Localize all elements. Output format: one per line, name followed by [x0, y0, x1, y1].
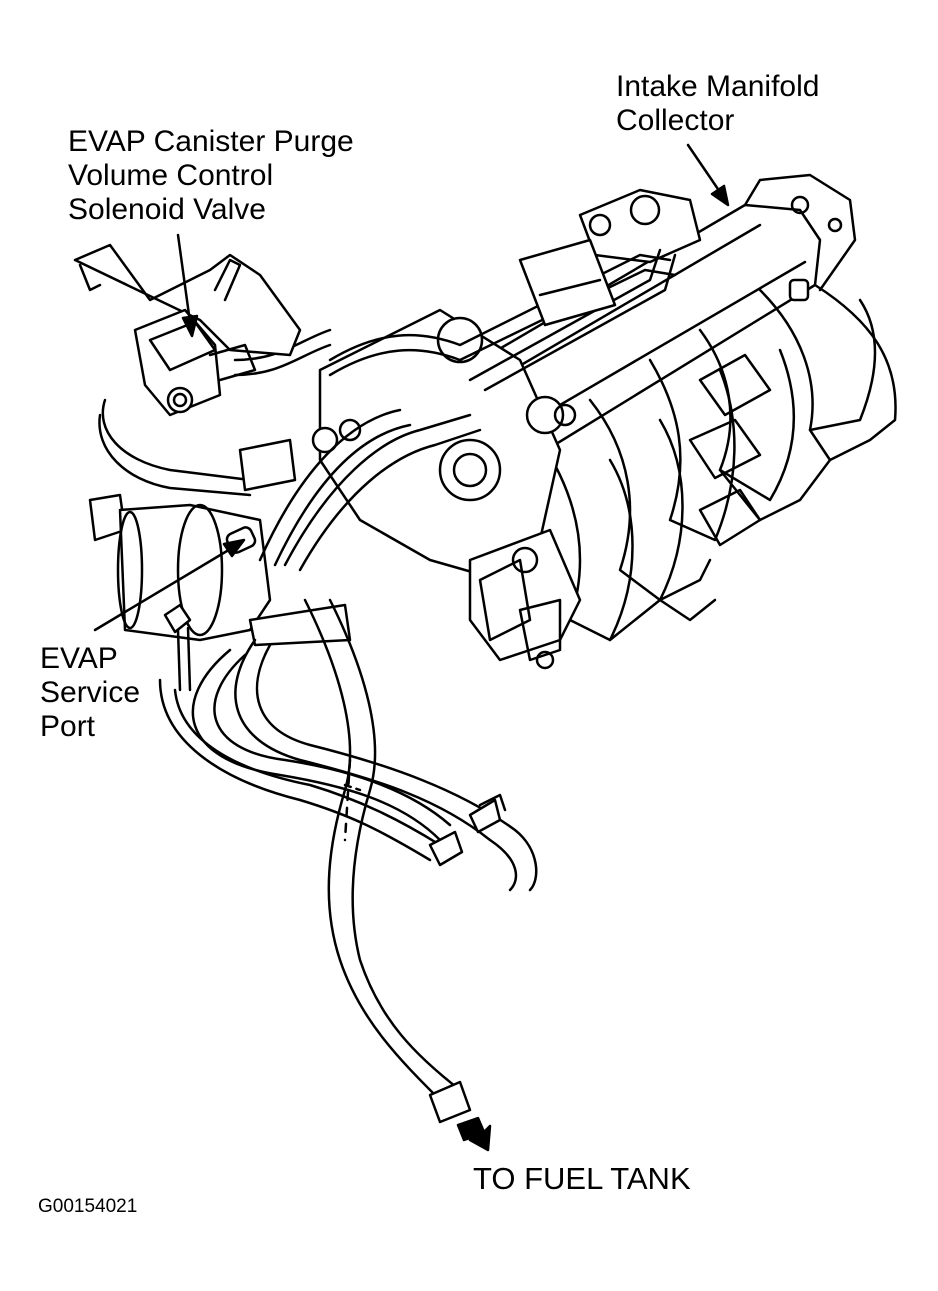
intake-leader-arrowhead	[710, 184, 730, 207]
purge-leader-line	[176, 233, 192, 324]
evap-service-port-label: EVAP Service Port	[40, 642, 140, 744]
evap-purge-solenoid-valve	[73, 243, 302, 417]
figure-id: G00154021	[38, 1196, 138, 1217]
fuel-evap-hoses	[158, 408, 538, 1152]
purge-label-line-3: Solenoid Valve	[68, 193, 266, 226]
vacuum-lines-upper	[233, 238, 677, 392]
hose-loop-left	[98, 398, 297, 497]
purge-leader-arrowhead	[181, 314, 199, 338]
port-label-line-2: Service	[40, 676, 141, 709]
to-fuel-tank-label: TO FUEL TANK	[473, 1161, 691, 1196]
throttle-body	[311, 308, 582, 670]
port-label-line-1: EVAP	[40, 642, 118, 675]
intake-label-line-2: Collector	[616, 104, 735, 137]
purge-label-line-2: Volume Control	[68, 159, 274, 192]
port-label-line-3: Port	[40, 710, 96, 743]
leader-arrows	[93, 143, 730, 632]
intake-label-line-1: Intake Manifold	[616, 70, 820, 103]
port-leader-arrowhead	[222, 538, 246, 558]
intake-manifold-collector-label: Intake Manifold Collector	[616, 70, 819, 138]
intake-leader-line	[686, 143, 724, 197]
port-leader-line	[93, 546, 234, 632]
service-port-housing	[88, 493, 272, 692]
purge-label-line-1: EVAP Canister Purge	[68, 125, 354, 158]
evap-purge-valve-label: EVAP Canister Purge Volume Control Solen…	[68, 125, 354, 227]
